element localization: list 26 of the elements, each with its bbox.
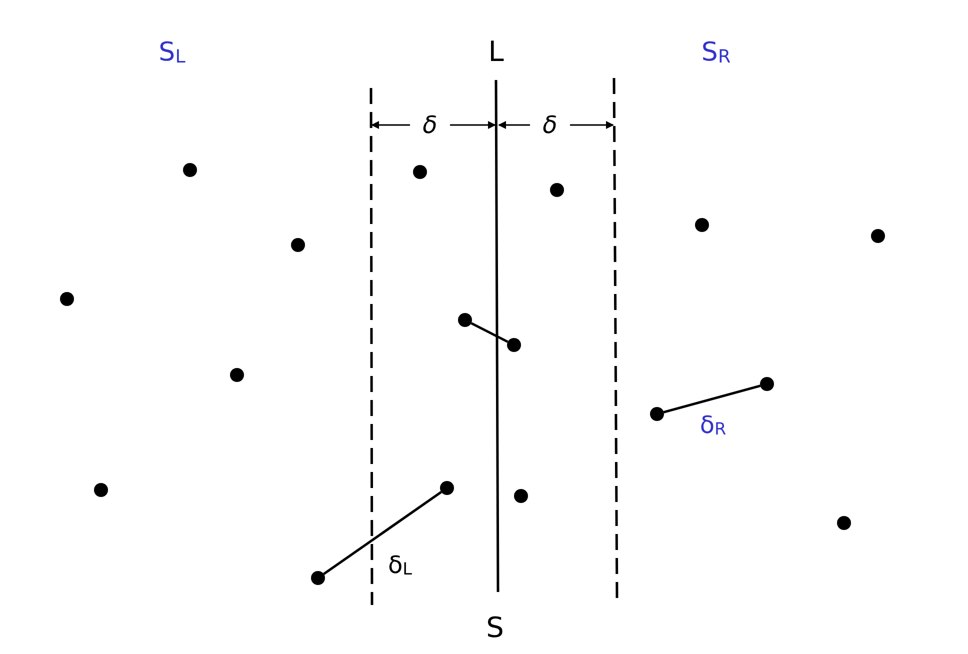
- connecting-line: [663, 384, 761, 414]
- point-dot: [94, 483, 108, 497]
- point-dot: [550, 183, 564, 197]
- line-label: L: [488, 38, 504, 66]
- point-dot: [183, 163, 197, 177]
- point-dot: [871, 229, 885, 243]
- point-dot: [650, 407, 664, 421]
- point-dot: [507, 338, 521, 352]
- point-dot: [311, 571, 325, 585]
- set-label: S$_{R}$: [701, 40, 731, 66]
- point-dot: [413, 165, 427, 179]
- point-dot: [440, 481, 454, 495]
- line-label: S: [486, 614, 504, 642]
- point-dot: [514, 489, 528, 503]
- distance-label: δ: [542, 113, 558, 137]
- point-dot: [760, 377, 774, 391]
- point-dot: [60, 292, 74, 306]
- point-dot: [837, 516, 851, 530]
- point-dot: [291, 238, 305, 252]
- point-dot: [458, 313, 472, 327]
- connecting-line: [470, 322, 508, 343]
- point-dot: [230, 368, 244, 382]
- point-dot: [695, 218, 709, 232]
- connecting-line: [323, 490, 442, 576]
- distance-label: δ: [422, 113, 438, 137]
- set-label: S$_{L}$: [158, 40, 186, 66]
